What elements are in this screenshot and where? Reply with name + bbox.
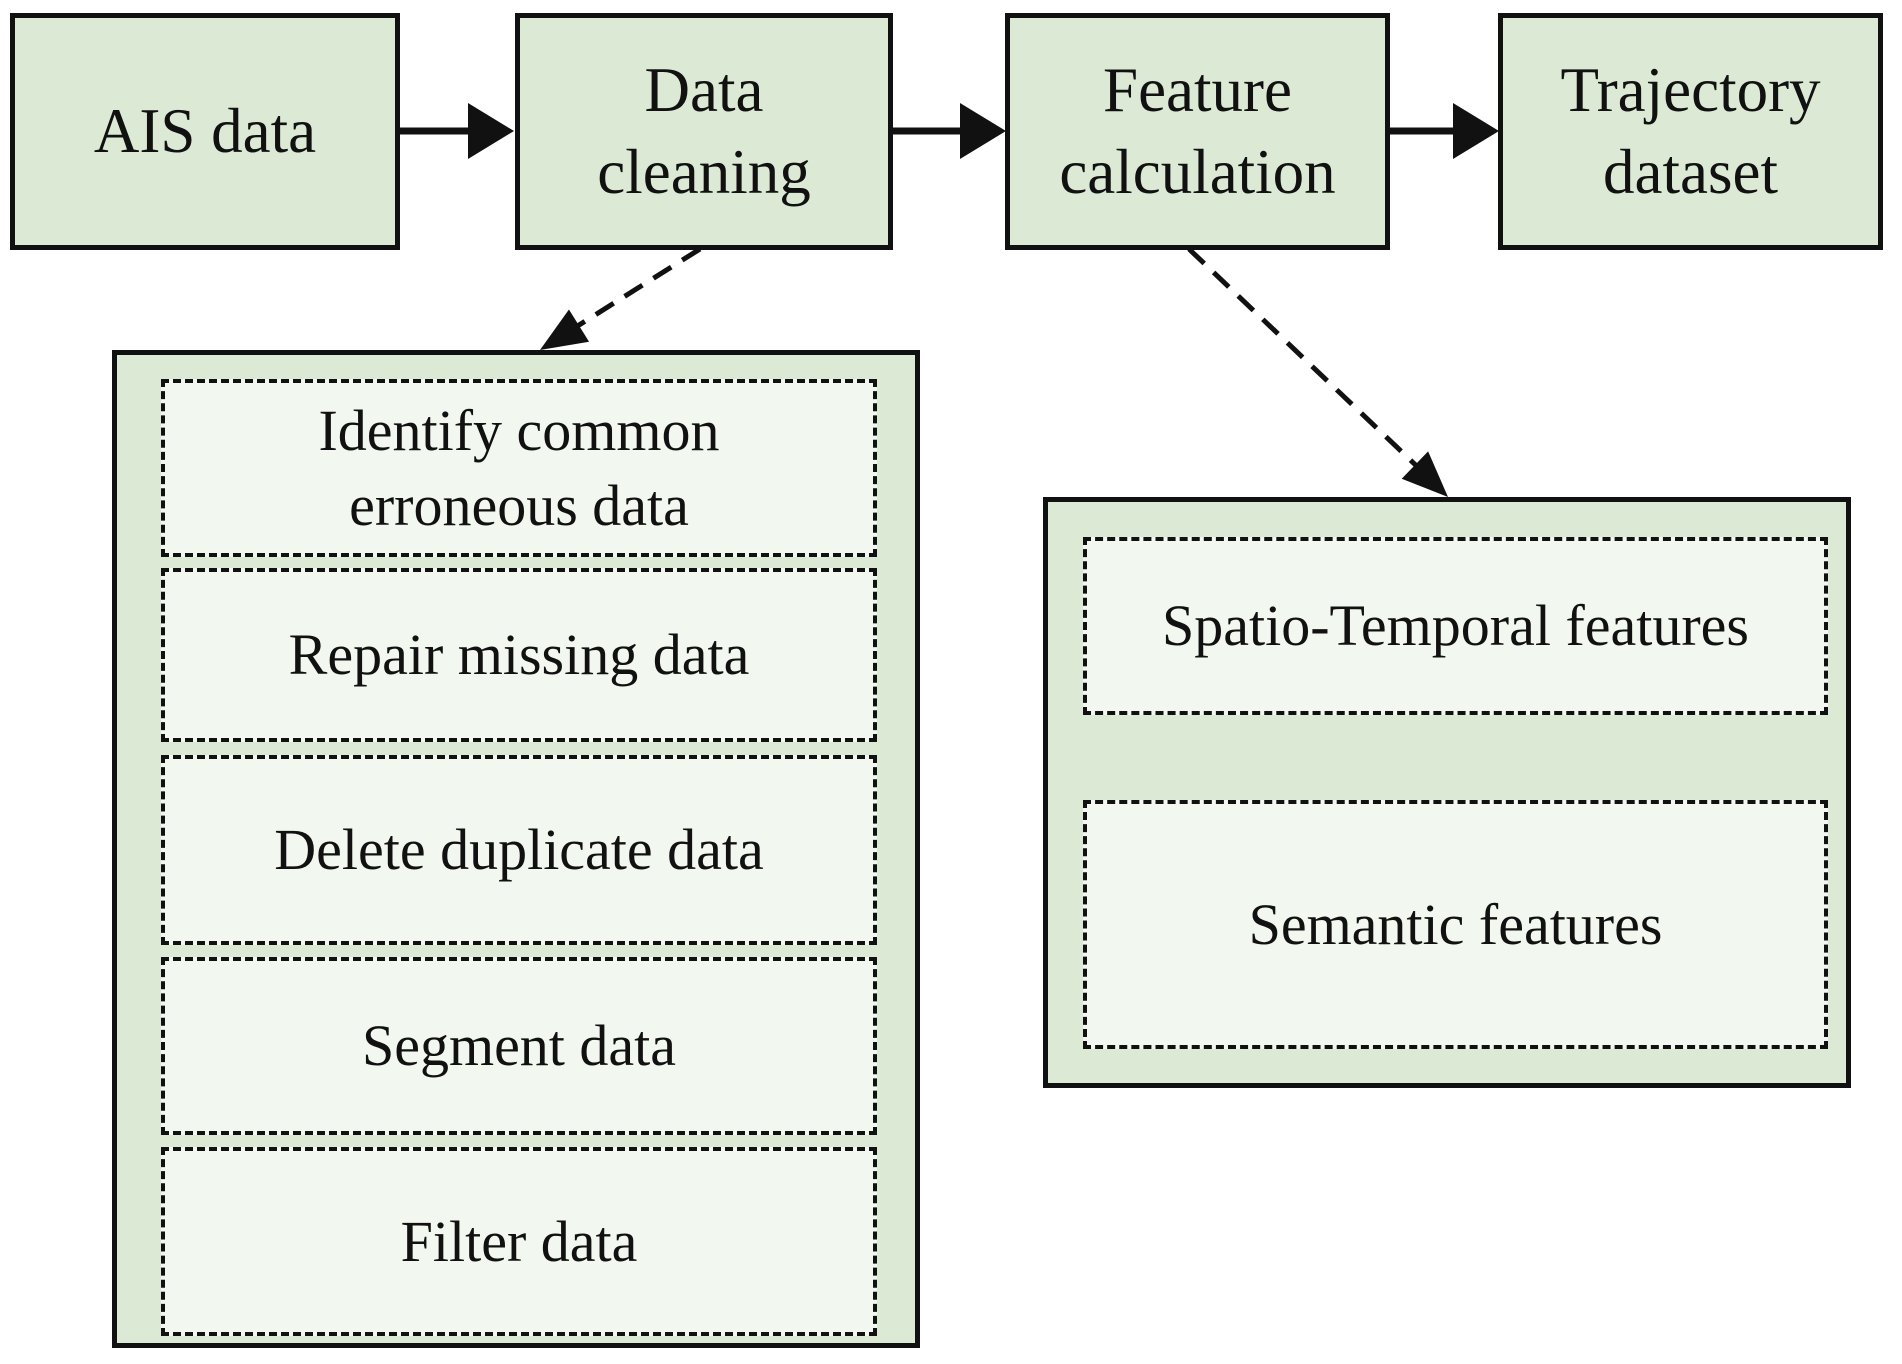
cleaning-step-repair-missing: Repair missing data — [161, 568, 877, 742]
flow-node-data-cleaning: Data cleaning — [515, 13, 893, 250]
solid-arrow-3 — [1388, 103, 1499, 159]
flow-node-trajectory-dataset: Trajectory dataset — [1498, 13, 1883, 250]
dashed-arrow-cleaning — [540, 246, 702, 350]
cleaning-step-filter: Filter data — [161, 1147, 877, 1336]
cleaning-step-identify-erroneous: Identify common erroneous data — [161, 379, 877, 557]
solid-arrow-2 — [891, 103, 1006, 159]
dashed-arrow-features — [1187, 247, 1448, 497]
solid-arrow-1 — [398, 103, 514, 159]
arrow-right-icon — [960, 103, 1006, 159]
arrow-right-icon — [1453, 103, 1499, 159]
flow-node-feature-calculation: Feature calculation — [1005, 13, 1390, 250]
flow-node-ais-data: AIS data — [10, 13, 400, 250]
cleaning-step-segment: Segment data — [161, 957, 877, 1135]
arrow-right-icon — [468, 103, 514, 159]
feature-item-spatio-temporal: Spatio-Temporal features — [1083, 537, 1828, 715]
feature-item-semantic: Semantic features — [1083, 800, 1828, 1049]
cleaning-step-delete-duplicate: Delete duplicate data — [161, 755, 877, 945]
